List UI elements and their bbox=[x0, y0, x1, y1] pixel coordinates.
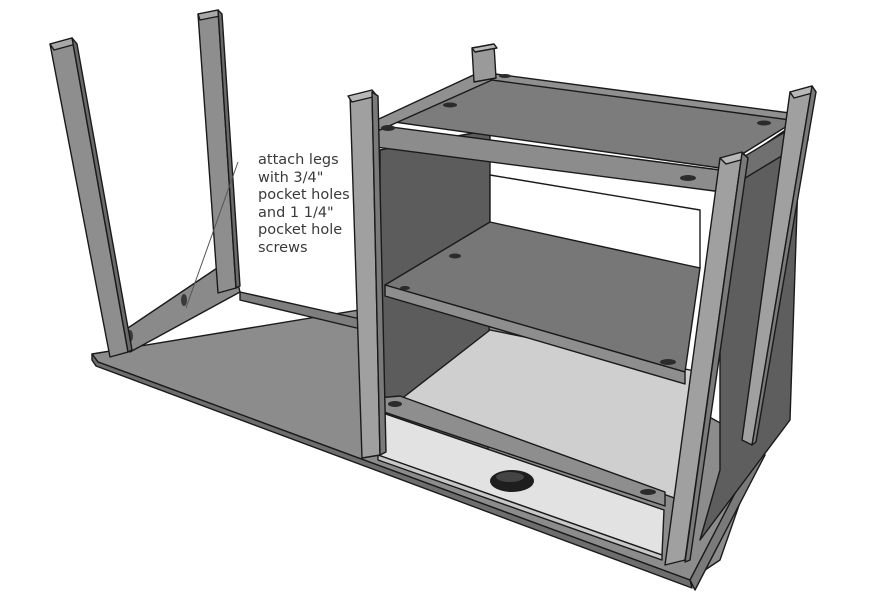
cabinet-leg-back-right bbox=[741, 85, 817, 446]
callout-leader-line bbox=[185, 161, 239, 309]
left-leg-back bbox=[197, 9, 241, 294]
cabinet-leg-front-right bbox=[664, 151, 749, 566]
drawer bbox=[377, 411, 665, 561]
middle-shelf bbox=[384, 221, 701, 385]
cabinet-leg-front-left bbox=[347, 89, 387, 459]
cabinet-leg-back-left bbox=[471, 43, 498, 83]
pocket-hole bbox=[181, 294, 187, 306]
top-frame bbox=[367, 71, 809, 193]
assembly-instruction-text: attach legs with 3/4" pocket holes and 1… bbox=[258, 152, 350, 256]
left-leg-front bbox=[49, 37, 133, 358]
